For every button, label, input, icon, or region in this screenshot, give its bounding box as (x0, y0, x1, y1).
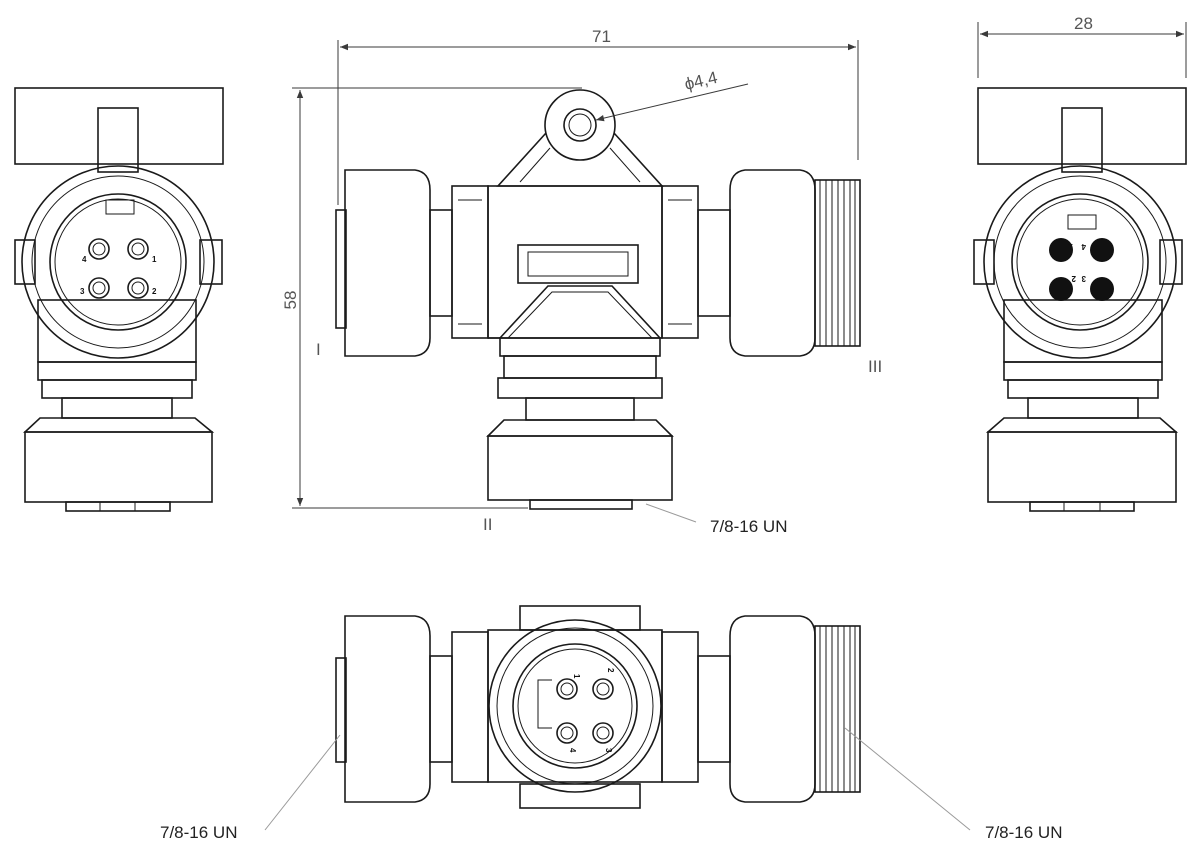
pin-label: 1 (572, 674, 581, 679)
pin-label: 2 (1071, 274, 1076, 283)
pin-label: 4 (1081, 242, 1086, 251)
pin-label: 2 (606, 668, 615, 673)
pin-label: 3 (80, 287, 85, 296)
pin-label: 4 (82, 255, 87, 264)
pin-label: 4 (568, 748, 577, 753)
width-dimension: 71 (592, 27, 611, 46)
port-two-label: II (483, 515, 492, 534)
pin-label: 2 (152, 287, 157, 296)
thread-label-bottom-port: 7/8-16 UN (710, 517, 787, 536)
pin-label: 3 (604, 748, 613, 753)
pin-label: 1 (152, 255, 157, 264)
left-end-view: 4 1 3 2 (14, 87, 224, 512)
height-dimension: 58 (281, 291, 300, 310)
port-three-label: III (868, 357, 882, 376)
thread-label-left-port: 7/8-16 UN (160, 823, 237, 842)
side-width-dimension: 28 (1074, 14, 1093, 33)
thread-label-right-port: 7/8-16 UN (985, 823, 1062, 842)
bottom-view: 1 2 4 3 (335, 605, 861, 809)
front-view (335, 89, 861, 510)
port-one-label: I (316, 340, 321, 359)
dimension-lines (292, 22, 1187, 509)
pin-label: 1 (1068, 242, 1073, 251)
right-end-view: 4 1 3 2 (973, 87, 1187, 512)
pin-label: 3 (1081, 274, 1086, 283)
hole-dimension: ϕ4,4 (683, 68, 720, 94)
